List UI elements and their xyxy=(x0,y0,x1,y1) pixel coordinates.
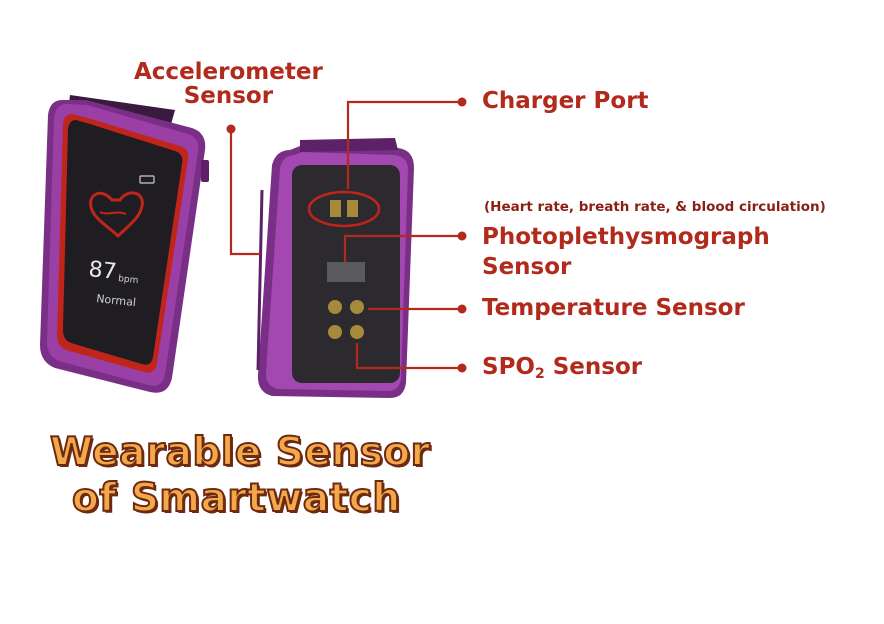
ppg-label: Photoplethysmograph Sensor xyxy=(482,222,770,282)
spo2-subscript: 2 xyxy=(534,366,545,382)
temperature-label: Temperature Sensor xyxy=(482,295,745,321)
watch-back xyxy=(256,138,414,398)
ppg-note: (Heart rate, breath rate, & blood circul… xyxy=(484,199,826,215)
spo2-prefix: SPO xyxy=(482,354,535,380)
accelerometer-label-line1: Accelerometer xyxy=(134,59,323,85)
battery-icon xyxy=(139,175,155,184)
title-line1: Wearable Sensor xyxy=(49,429,431,476)
watch-front xyxy=(40,95,209,393)
diagram-title: Wearable Sensor of Smartwatch xyxy=(49,429,431,522)
ppg-label-line2: Sensor xyxy=(482,254,572,280)
heart-icon xyxy=(89,191,144,239)
spo2-suffix: Sensor xyxy=(544,354,643,380)
ppg-label-line1: Photoplethysmograph xyxy=(482,224,770,250)
watch-hr-unit: bpm xyxy=(118,274,139,286)
accelerometer-label: Accelerometer Sensor xyxy=(134,60,323,108)
spo2-label: SPO2 Sensor xyxy=(482,354,642,382)
watch-status: Normal xyxy=(96,292,137,309)
title-line2: of Smartwatch xyxy=(71,475,401,522)
accelerometer-label-line2: Sensor xyxy=(183,83,274,109)
charger-port-label: Charger Port xyxy=(482,88,649,114)
leader-lines xyxy=(226,97,467,373)
watch-hr-value: 87 xyxy=(87,257,117,285)
